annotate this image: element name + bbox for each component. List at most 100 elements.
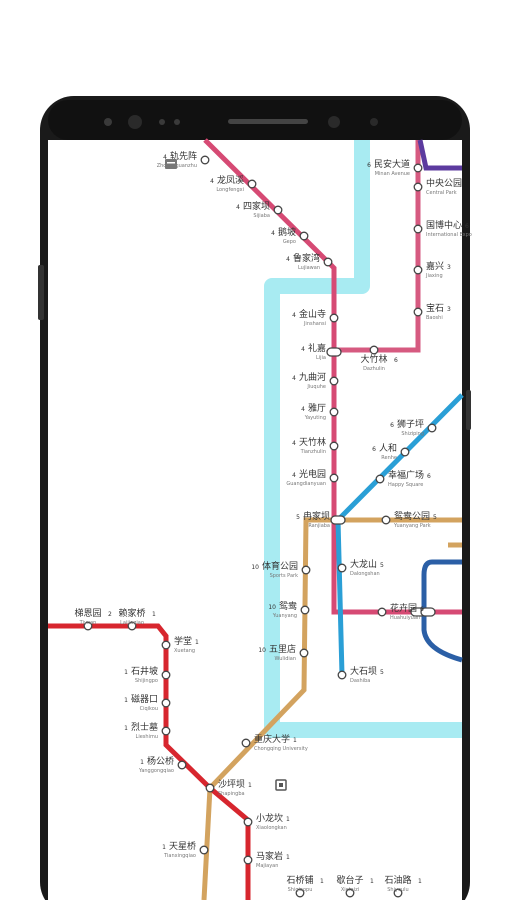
station-marker-s5[interactable] bbox=[323, 257, 333, 267]
station-english-name: Majiayan bbox=[256, 863, 278, 869]
station-marker-s8[interactable] bbox=[329, 376, 339, 386]
station-name: 赖家桥 bbox=[118, 607, 145, 619]
station-marker-s10[interactable] bbox=[329, 441, 339, 451]
station-name: 沙坪坝 bbox=[218, 779, 245, 790]
station-name: 嘉兴 bbox=[426, 260, 444, 272]
station-marker-s2[interactable] bbox=[247, 179, 257, 189]
station-marker-s9[interactable] bbox=[329, 407, 339, 417]
station-line-number: 1 bbox=[293, 737, 297, 744]
station-english-name: Gepo bbox=[283, 239, 296, 245]
interchange-marker-1[interactable] bbox=[326, 347, 342, 357]
station-english-name: Happy Square bbox=[388, 482, 423, 488]
station-marker-s43[interactable] bbox=[413, 224, 423, 234]
station-name: 冉家坝 bbox=[303, 510, 330, 522]
station-english-name: Yayuting bbox=[304, 415, 326, 421]
station-english-name: Jiuquhe bbox=[306, 384, 326, 390]
station-english-name: Yanggongqiao bbox=[138, 768, 174, 774]
station-line-number: 6 bbox=[372, 446, 376, 453]
station-marker-s34[interactable] bbox=[369, 345, 379, 355]
station-line-number: 1 bbox=[286, 816, 290, 823]
station-marker-s16[interactable] bbox=[241, 738, 251, 748]
station-marker-s17[interactable] bbox=[205, 783, 215, 793]
station-name: 幸福广场 bbox=[388, 469, 424, 481]
station-english-name: Sports Park bbox=[270, 573, 299, 579]
station-line-number: 10 bbox=[268, 604, 276, 611]
station-marker-s25[interactable] bbox=[127, 621, 137, 631]
station-english-name: Minan Avenue bbox=[375, 171, 410, 177]
station-marker-s11[interactable] bbox=[329, 473, 339, 483]
station-marker-s31[interactable] bbox=[337, 563, 347, 573]
station-marker-s3[interactable] bbox=[273, 205, 283, 215]
station-marker-s35[interactable] bbox=[400, 447, 410, 457]
interchange-marker-0[interactable] bbox=[330, 515, 346, 525]
station-english-name: Shijingpo bbox=[135, 678, 158, 684]
station-english-name: Dalongshan bbox=[350, 571, 380, 577]
station-english-name: Yuanyang bbox=[272, 613, 297, 619]
loop-line bbox=[264, 140, 462, 738]
station-marker-s44[interactable] bbox=[413, 182, 423, 192]
station-english-name: Longfengxi bbox=[216, 187, 244, 193]
station-line-number: 1 bbox=[248, 782, 252, 789]
station-marker-s28[interactable] bbox=[161, 698, 171, 708]
station-marker-s19[interactable] bbox=[243, 855, 253, 865]
station-marker-s30[interactable] bbox=[177, 760, 187, 770]
station-marker-s18[interactable] bbox=[243, 817, 253, 827]
station-marker-s4[interactable] bbox=[299, 231, 309, 241]
camera-icon bbox=[128, 115, 142, 129]
interchange-marker-3[interactable] bbox=[420, 607, 436, 617]
station-line-number: 1 bbox=[152, 611, 156, 618]
station-english-name: Tiyuan bbox=[79, 620, 97, 626]
station-marker-s27[interactable] bbox=[161, 670, 171, 680]
station-line-number: 6 bbox=[394, 357, 398, 364]
station-marker-s33[interactable] bbox=[413, 163, 423, 173]
station-line-number: 3 bbox=[447, 306, 451, 313]
station-name: 四家坝 bbox=[243, 200, 270, 212]
station-marker-s6[interactable] bbox=[329, 313, 339, 323]
station-english-name: Renhe bbox=[381, 455, 397, 461]
station-marker-s39[interactable] bbox=[377, 607, 387, 617]
station-name: 中央公园 bbox=[426, 177, 462, 189]
station-marker-s23[interactable] bbox=[393, 888, 403, 898]
station-marker-s22[interactable] bbox=[345, 888, 355, 898]
station-marker-s37[interactable] bbox=[427, 423, 437, 433]
station-line-number: 4 bbox=[163, 154, 167, 161]
sensor-icon bbox=[104, 118, 112, 126]
station-name: 小龙坎 bbox=[256, 812, 283, 824]
station-marker-s32[interactable] bbox=[337, 670, 347, 680]
station-name: 狮子坪 bbox=[397, 419, 424, 430]
station-marker-s15[interactable] bbox=[299, 648, 309, 658]
station-line-number: 1 bbox=[195, 639, 199, 646]
station-line-number: 6 bbox=[367, 162, 371, 169]
station-marker-s13[interactable] bbox=[301, 565, 311, 575]
station-name: 马家岩 bbox=[256, 850, 283, 862]
station-marker-s24[interactable] bbox=[83, 621, 93, 631]
station-marker-s20[interactable] bbox=[199, 845, 209, 855]
station-name: 体育公园 bbox=[262, 560, 298, 572]
line-3 bbox=[201, 517, 462, 900]
station-marker-s1[interactable] bbox=[200, 155, 210, 165]
station-marker-s21[interactable] bbox=[295, 888, 305, 898]
station-marker-s36[interactable] bbox=[375, 474, 385, 484]
station-marker-s46[interactable] bbox=[413, 307, 423, 317]
station-marker-s29[interactable] bbox=[161, 726, 171, 736]
station-line-number: 3 bbox=[447, 264, 451, 271]
station-marker-s14[interactable] bbox=[300, 605, 310, 615]
station-marker-s45[interactable] bbox=[413, 265, 423, 275]
station-marker-s38[interactable] bbox=[381, 515, 391, 525]
station-line-number: 1 bbox=[418, 878, 422, 885]
station-name: 杨公桥 bbox=[147, 755, 174, 767]
station-name: 轨先阵 bbox=[170, 150, 197, 162]
station-marker-s26[interactable] bbox=[161, 640, 171, 650]
station-english-name: Central Park bbox=[426, 190, 457, 196]
